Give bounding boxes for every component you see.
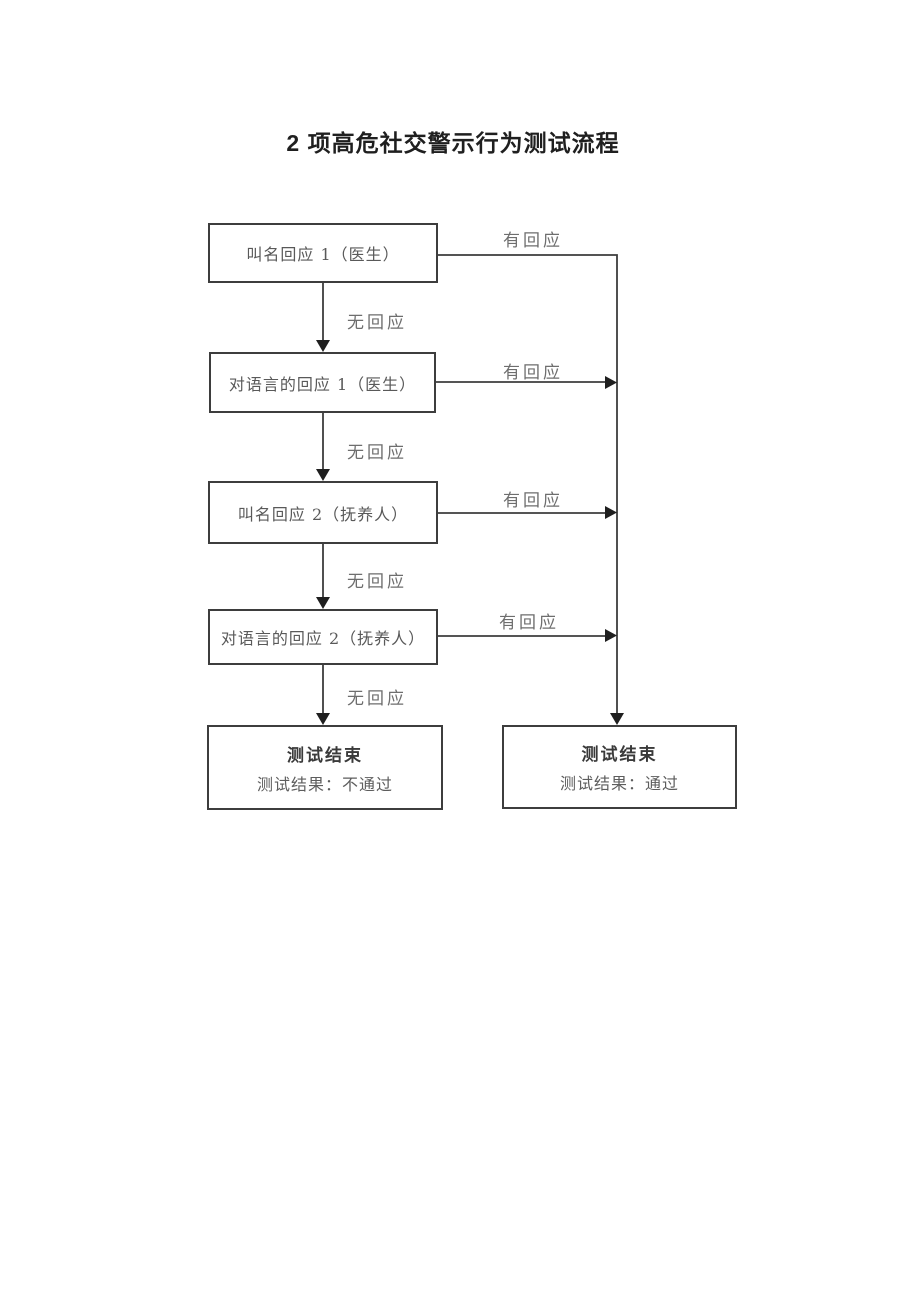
- arrowhead-right-2: [605, 376, 617, 389]
- arrowhead-down-2: [316, 469, 330, 481]
- edge-label-has-response-4: 有回应: [499, 613, 559, 633]
- arrowhead-down-3: [316, 597, 330, 609]
- flow-box-label: 叫名回应 2（抚养人）: [237, 504, 409, 524]
- line-step1-pass: [438, 254, 618, 713]
- arrowhead-right-4: [605, 629, 617, 642]
- edge-label-has-response-3: 有回应: [503, 491, 563, 511]
- flow-box-call-name-2-caregiver: 叫名回应 2（抚养人）: [208, 481, 438, 544]
- flow-box-call-name-1-doctor: 叫名回应 1（医生）: [208, 223, 438, 283]
- page-title: 2 项高危社交警示行为测试流程: [286, 130, 620, 156]
- result-subtitle: 测试结果：通过: [559, 774, 679, 793]
- flow-box-label: 叫名回应 1（医生）: [246, 245, 400, 264]
- arrowhead-down-pass: [610, 713, 624, 725]
- edge-label-no-response-2: 无回应: [347, 443, 407, 463]
- arrowhead-down-1: [316, 340, 330, 352]
- edge-label-has-response-1: 有回应: [503, 231, 563, 251]
- result-title: 测试结束: [581, 745, 658, 765]
- flow-box-label: 对语言的回应 1（医生）: [228, 374, 417, 394]
- arrowhead-down-4: [316, 713, 330, 725]
- result-title: 测试结束: [287, 745, 363, 766]
- edge-label-no-response-1: 无回应: [347, 313, 407, 333]
- flow-box-result-fail: 测试结束 测试结果：不通过: [207, 725, 443, 810]
- edge-label-has-response-2: 有回应: [503, 363, 563, 383]
- edge-label-no-response-4: 无回应: [347, 689, 407, 709]
- arrowhead-right-3: [605, 506, 617, 519]
- flow-box-language-response-1-doctor: 对语言的回应 1（医生）: [209, 352, 436, 413]
- flow-box-label: 对语言的回应 2（抚养人）: [220, 629, 426, 648]
- flow-box-result-pass: 测试结束 测试结果：通过: [502, 725, 737, 809]
- flow-box-language-response-2-caregiver: 对语言的回应 2（抚养人）: [208, 609, 438, 665]
- edge-label-no-response-3: 无回应: [347, 572, 407, 592]
- result-subtitle: 测试结果：不通过: [256, 774, 393, 794]
